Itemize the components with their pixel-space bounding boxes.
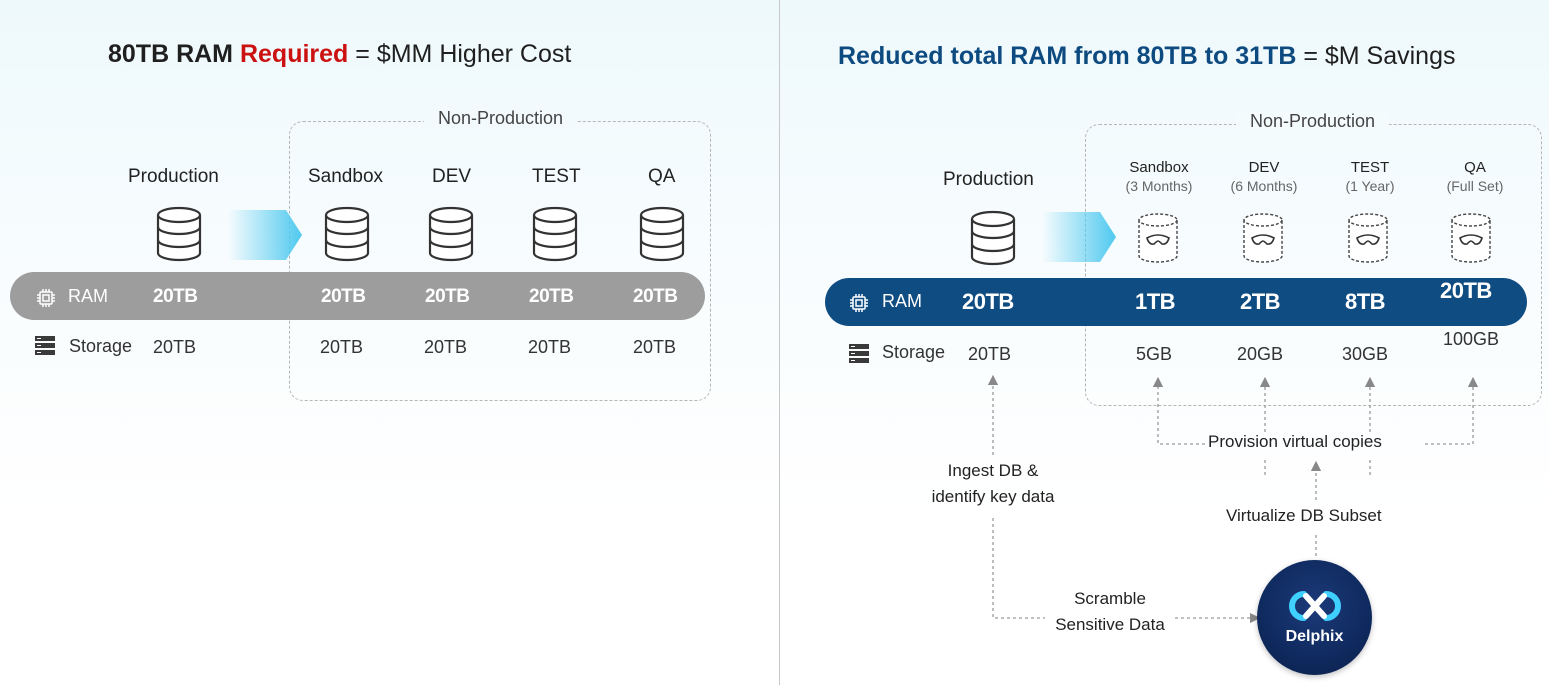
delphix-logo: Delphix — [1257, 560, 1372, 675]
right-production-label: Production — [943, 169, 1034, 190]
ingest-label: Ingest DB & identify key data — [931, 461, 1055, 506]
scramble-label: Scramble Sensitive Data — [1055, 589, 1165, 634]
left-ram-label: RAM — [68, 286, 108, 306]
database-icon — [970, 210, 1016, 266]
left-env-test: TEST — [532, 166, 581, 187]
left-storage-qa: 20TB — [633, 337, 677, 357]
left-ram-dev: 20TB — [425, 286, 470, 307]
storage-icon — [35, 336, 55, 355]
database-icon — [532, 206, 578, 262]
delphix-logo-text: Delphix — [1285, 628, 1344, 645]
right-ram-qa: 20TB — [1440, 278, 1492, 303]
flow-arrow-icon — [228, 210, 302, 260]
left-storage-label: Storage — [69, 336, 133, 356]
chip-icon — [850, 294, 868, 312]
left-env-qa: QA — [648, 166, 676, 187]
provision-label: Provision virtual copies — [1208, 432, 1382, 451]
right-ram-production: 20TB — [962, 289, 1014, 314]
flow-arrow-icon — [1042, 212, 1116, 262]
left-storage-production: 20TB — [153, 337, 197, 357]
right-env-dev: DEV (6 Months) — [1230, 159, 1298, 194]
virtual-database-icon — [1451, 213, 1491, 263]
right-non-production-label: Non-Production — [1236, 111, 1390, 132]
right-storage-dev: 20GB — [1237, 344, 1284, 364]
right-env-qa: QA (Full Set) — [1446, 159, 1504, 194]
right-storage-test: 30GB — [1342, 344, 1389, 364]
database-icon — [156, 206, 202, 262]
right-ram-band — [825, 278, 1527, 326]
chip-icon — [37, 289, 55, 307]
right-ram-test: 8TB — [1345, 289, 1386, 314]
left-ram-test: 20TB — [529, 286, 574, 307]
database-icon — [428, 206, 474, 262]
right-ram-label: RAM — [882, 291, 922, 311]
infinity-icon — [1289, 591, 1341, 621]
left-env-sandbox: Sandbox — [308, 166, 384, 187]
right-storage-label: Storage — [882, 342, 946, 362]
right-title: Reduced total RAM from 80TB to 31TB = $M… — [838, 42, 1456, 70]
right-ram-dev: 2TB — [1240, 289, 1281, 314]
left-env-dev: DEV — [432, 166, 472, 187]
left-ram-qa: 20TB — [633, 286, 678, 307]
left-storage-test: 20TB — [528, 337, 572, 357]
virtual-database-icon — [1138, 213, 1178, 263]
right-storage-qa: 100GB — [1443, 329, 1500, 349]
left-title: 80TB RAM Required = $MM Higher Cost — [108, 40, 572, 68]
virtual-database-icon — [1348, 213, 1388, 263]
left-production-label: Production — [128, 166, 219, 187]
left-non-production-label: Non-Production — [424, 108, 578, 129]
left-ram-sandbox: 20TB — [321, 286, 366, 307]
left-storage-sandbox: 20TB — [320, 337, 364, 357]
virtual-database-icon — [1243, 213, 1283, 263]
right-storage-sandbox: 5GB — [1136, 344, 1173, 364]
left-storage-dev: 20TB — [424, 337, 468, 357]
right-storage-production: 20TB — [968, 344, 1012, 364]
right-ram-sandbox: 1TB — [1135, 289, 1176, 314]
right-env-test: TEST (1 Year) — [1345, 159, 1395, 194]
database-icon — [324, 206, 370, 262]
virtualize-label: Virtualize DB Subset — [1226, 506, 1382, 525]
panel-divider — [779, 0, 780, 685]
database-icon — [639, 206, 685, 262]
left-ram-production: 20TB — [153, 286, 198, 307]
storage-icon — [849, 344, 869, 363]
right-env-sandbox: Sandbox (3 Months) — [1125, 159, 1193, 194]
left-ram-band — [10, 272, 705, 320]
